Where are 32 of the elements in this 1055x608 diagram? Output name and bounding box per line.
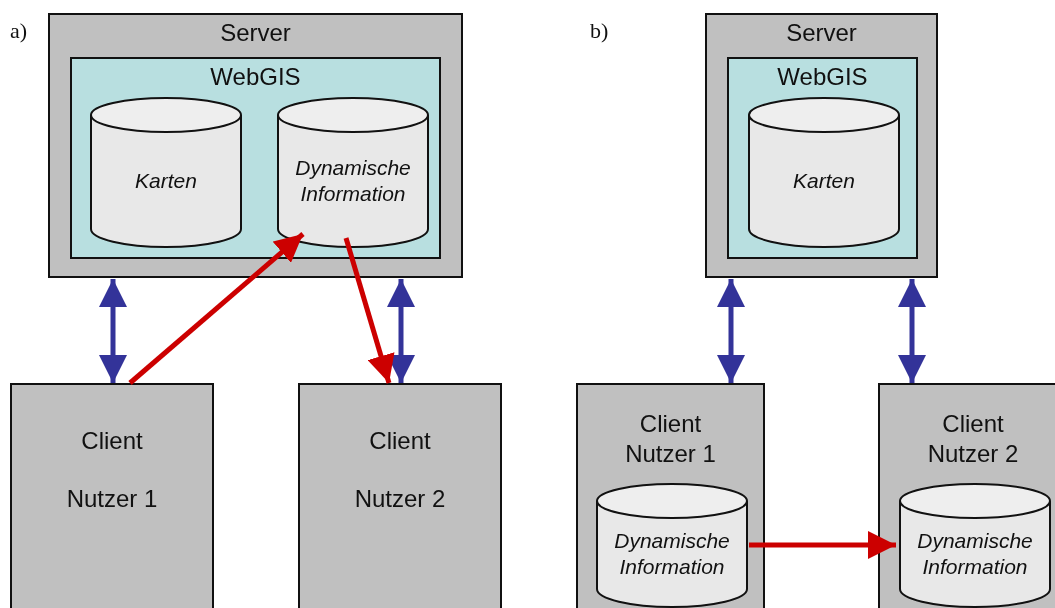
box-heading: Server	[220, 21, 291, 45]
box-heading: Nutzer 2	[354, 487, 446, 511]
box-heading: Client	[81, 429, 143, 453]
database-label: Dynamische Information	[916, 527, 1034, 580]
box-heading: WebGIS	[210, 65, 301, 89]
arrow	[898, 279, 926, 383]
arrow	[717, 279, 745, 383]
box-heading: Client	[369, 429, 431, 453]
database-label: Dynamische Information	[294, 154, 412, 207]
box-heading: Client Nutzer 1	[624, 409, 717, 469]
arrow	[343, 237, 395, 384]
software-panel	[70, 57, 441, 259]
arrow	[99, 279, 127, 383]
client-box	[298, 383, 502, 608]
box-heading: Server	[786, 21, 857, 45]
client-box	[10, 383, 214, 608]
arrow	[387, 279, 415, 383]
panel-label: b)	[590, 18, 609, 44]
client-box	[878, 383, 1055, 608]
database-label: Karten	[792, 167, 856, 194]
client-box	[576, 383, 765, 608]
arrow	[128, 232, 305, 385]
database-label: Karten	[134, 167, 198, 194]
box-heading: Client Nutzer 2	[926, 409, 1020, 469]
server-box	[705, 13, 938, 278]
database-label: Dynamische Information	[613, 527, 731, 580]
server-box	[48, 13, 463, 278]
arrow	[749, 531, 896, 559]
box-heading: Nutzer 1	[66, 487, 158, 511]
software-panel	[727, 57, 918, 259]
panel-label: a)	[10, 18, 28, 44]
box-heading: WebGIS	[777, 65, 868, 89]
